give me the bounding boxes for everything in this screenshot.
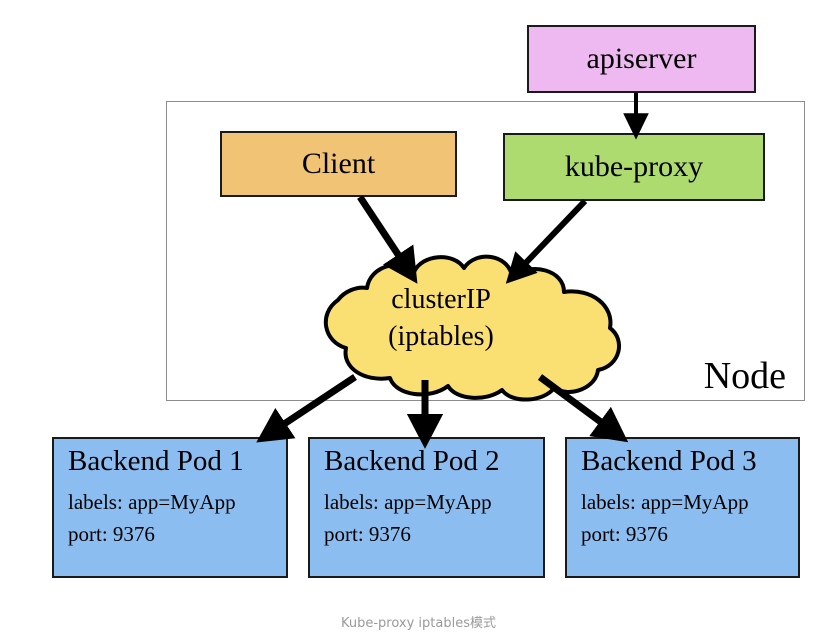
- pod-2-port: port: 9376: [324, 521, 411, 546]
- node-kube-proxy-label: kube-proxy: [564, 150, 704, 184]
- diagram-caption: Kube-proxy iptables模式: [340, 616, 496, 631]
- node-apiserver: apiserver: [527, 25, 756, 93]
- node-container-label: Node: [703, 355, 786, 397]
- pod-3-port: port: 9376: [581, 521, 668, 546]
- pod-3-title: Backend Pod 3: [581, 445, 757, 477]
- pod-1-title: Backend Pod 1: [68, 445, 244, 477]
- pod-2-title: Backend Pod 2: [324, 445, 500, 477]
- node-container: Node: [166, 101, 805, 401]
- node-client: Client: [220, 131, 457, 197]
- node-apiserver-label: apiserver: [586, 42, 697, 76]
- pod-1-labels: labels: app=MyApp: [68, 490, 236, 515]
- cloud-shape-icon: [323, 254, 621, 402]
- node-backend-pod-2: Backend Pod 2 labels: app=MyApp port: 93…: [308, 437, 545, 578]
- node-backend-pod-3: Backend Pod 3 labels: app=MyApp port: 93…: [565, 437, 800, 578]
- node-client-label: Client: [301, 147, 376, 181]
- node-cluster-ip-cloud: clusterIP (iptables): [296, 252, 632, 404]
- node-kube-proxy: kube-proxy: [503, 133, 765, 201]
- node-backend-pod-1: Backend Pod 1 labels: app=MyApp port: 93…: [52, 437, 288, 578]
- pod-3-labels: labels: app=MyApp: [581, 490, 749, 515]
- pod-2-labels: labels: app=MyApp: [324, 490, 492, 515]
- pod-1-port: port: 9376: [68, 521, 155, 546]
